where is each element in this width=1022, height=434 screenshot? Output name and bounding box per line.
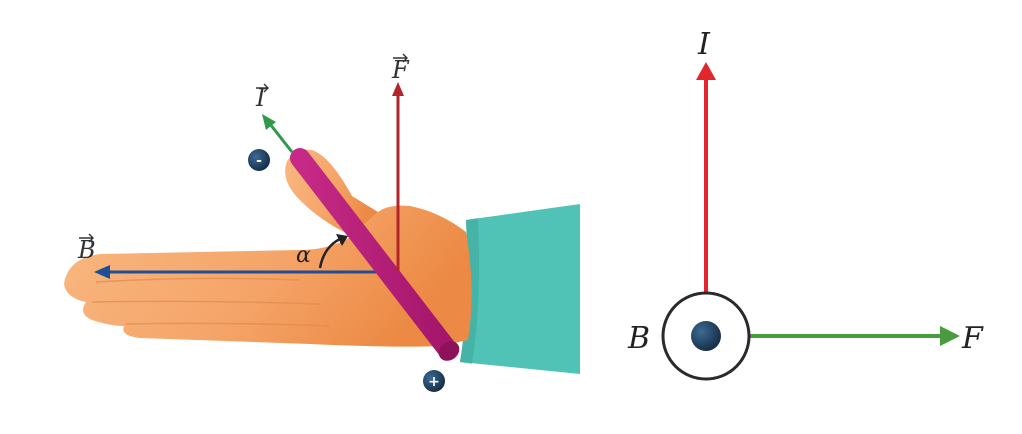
- left-hand-diagram: I F B α - +: [64, 53, 580, 392]
- label-current-right: I: [697, 27, 711, 62]
- label-field-left: B: [77, 236, 96, 264]
- label-force-left: F: [391, 56, 410, 84]
- negative-terminal: -: [248, 149, 270, 171]
- force-arrow-f-right-head: [940, 326, 960, 346]
- field-arrow-b-left-head: [94, 265, 110, 279]
- current-arrow-i-left: [268, 123, 294, 153]
- label-field-right: B: [627, 321, 650, 356]
- conductor-rod: [290, 148, 458, 360]
- field-marker-dot: [691, 321, 721, 351]
- current-arrow-i-right-head: [696, 62, 716, 80]
- sleeve: [460, 204, 580, 374]
- hand-palm: [64, 205, 472, 347]
- positive-terminal: +: [423, 370, 445, 392]
- positive-terminal-label: +: [428, 374, 440, 390]
- finger-crease-1: [95, 277, 301, 283]
- vector-arrow-over-f: [393, 53, 408, 63]
- vector-arrow-over-b: [79, 233, 94, 243]
- finger-crease-3: [125, 322, 331, 327]
- force-arrow-f-left-head: [392, 82, 404, 96]
- label-current-left: I: [255, 84, 266, 112]
- negative-terminal-label: -: [256, 153, 262, 169]
- conductor-rod-end: [438, 341, 460, 361]
- label-force-right: F: [961, 321, 984, 356]
- right-vector-diagram: I B F: [627, 27, 984, 381]
- finger-crease-2: [91, 300, 321, 305]
- angle-arc-head: [336, 234, 348, 246]
- label-angle: α: [296, 243, 311, 268]
- current-arrow-i-left-head: [262, 114, 276, 130]
- vector-arrow-over-i: [256, 83, 269, 93]
